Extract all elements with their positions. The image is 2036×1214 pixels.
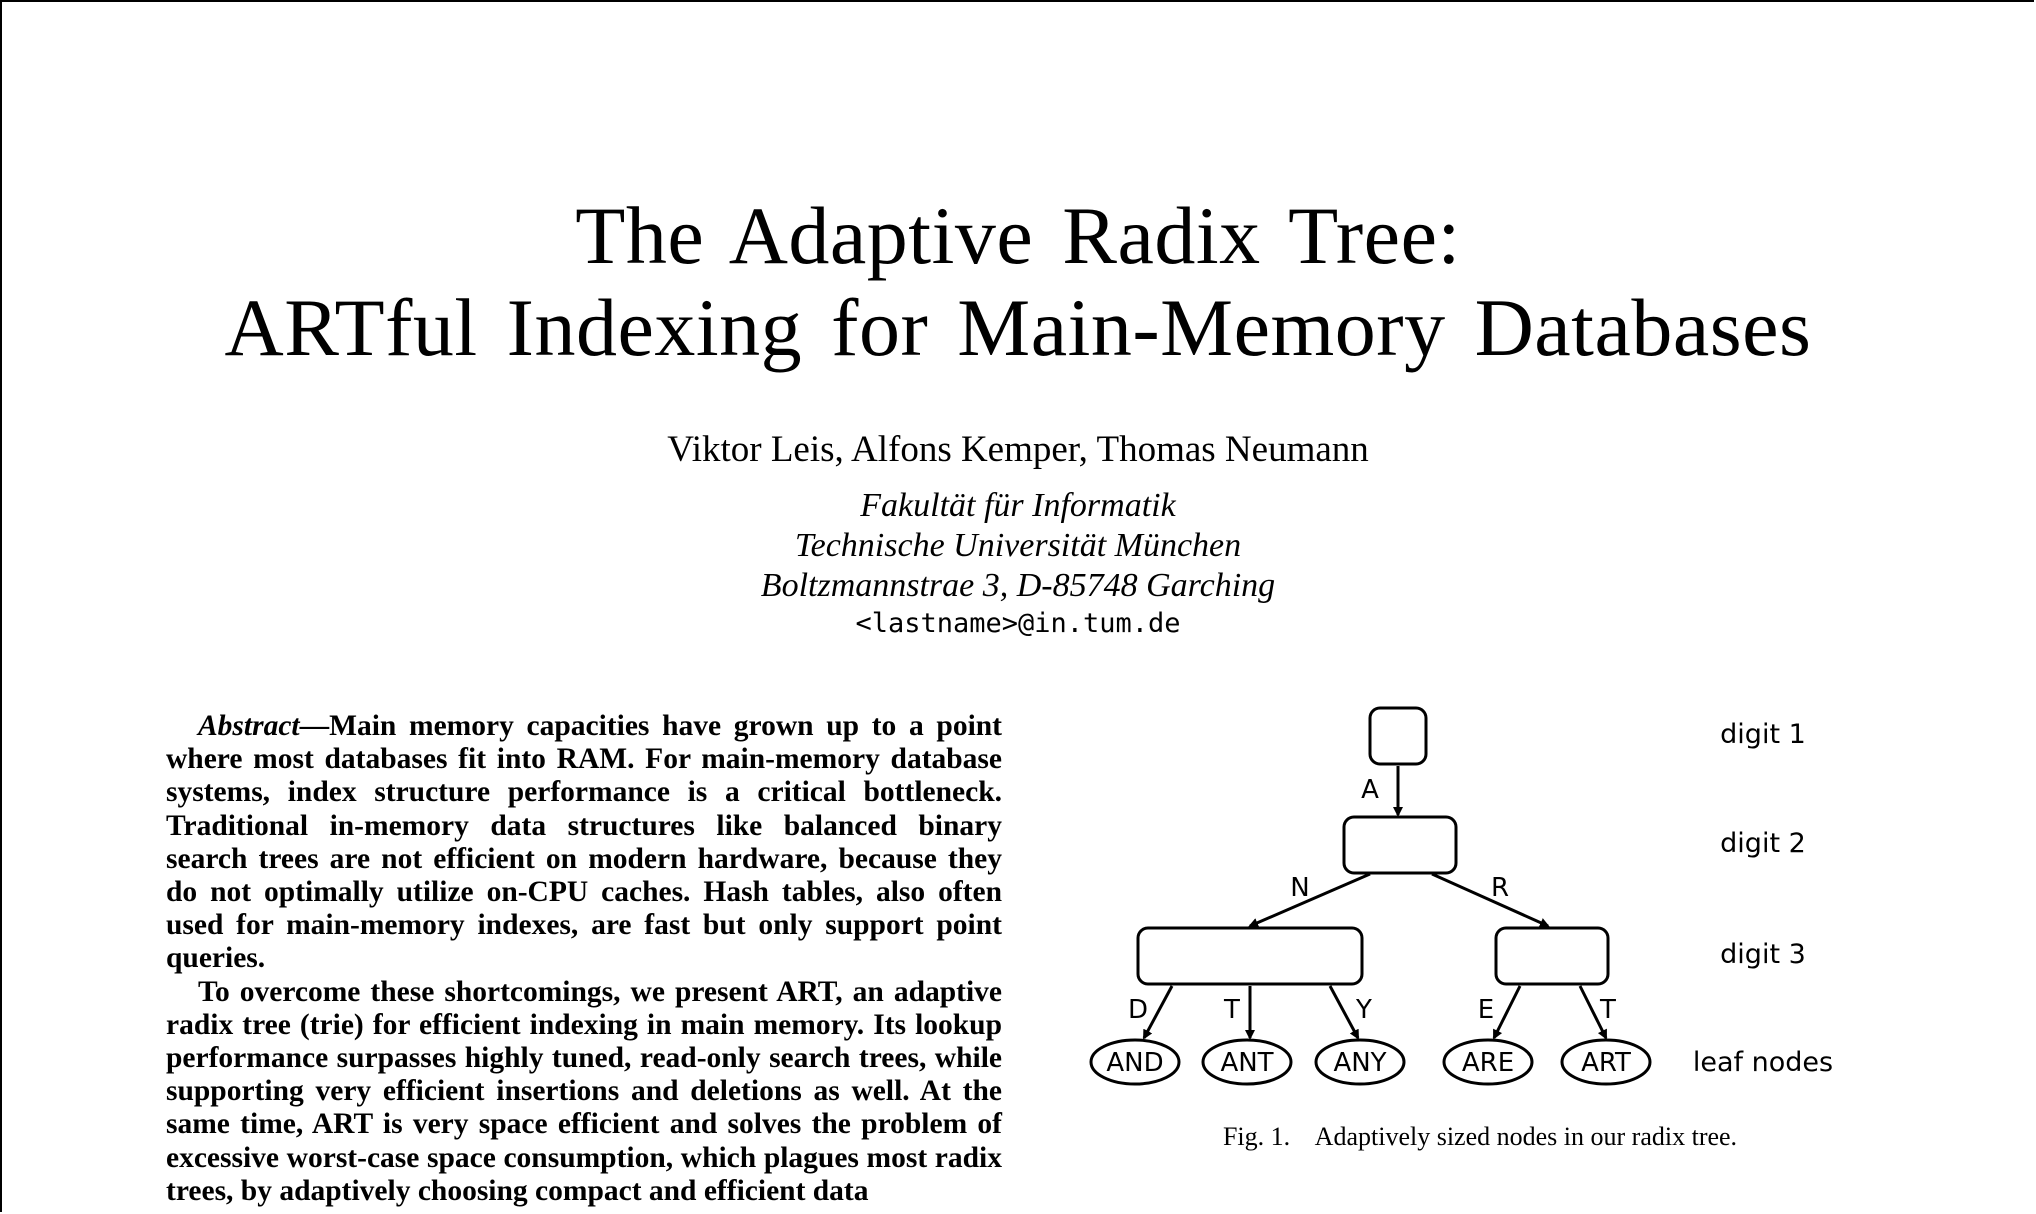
- edge-d: [1142, 985, 1174, 1040]
- affiliation-line-2: Technische Universität München: [794, 527, 1242, 564]
- node-digit-3-left: [1136, 926, 1364, 986]
- edge-r: [1431, 872, 1550, 928]
- affiliation-line-1: Fakultät für Informatik: [860, 487, 1176, 524]
- edge-label-n: N: [1290, 873, 1309, 903]
- leaf-label-and: AND: [1106, 1048, 1163, 1078]
- level-label-digit-3: digit 3: [1720, 939, 1806, 970]
- abstract-lead: Abstract: [198, 710, 300, 742]
- abstract-text-1: —Main memory capacities have grown up to…: [166, 710, 1002, 975]
- leaf-label-any: ANY: [1333, 1048, 1386, 1078]
- edge-label-e: E: [1478, 995, 1494, 1025]
- edge-y: [1328, 985, 1360, 1040]
- affiliation: Fakultät für Informatik Technische Unive…: [0, 486, 2036, 606]
- edge-label-a: A: [1361, 775, 1379, 805]
- leaf-label-ant: ANT: [1220, 1048, 1273, 1078]
- edge-t-right: [1578, 985, 1608, 1040]
- level-label-leaf-nodes: leaf nodes: [1693, 1047, 1833, 1078]
- affiliation-line-3: Boltzmannstrae 3, D-85748 Garching: [760, 567, 1276, 604]
- title-line-2: ARTful Indexing for Main-Memory Database…: [224, 282, 1812, 373]
- abstract-paragraph-2: To overcome these shortcomings, we prese…: [166, 975, 1002, 1207]
- author-email: <lastname>@in.tum.de: [855, 608, 1181, 639]
- leaf-and: [1089, 1038, 1181, 1086]
- leaf-ant: [1201, 1038, 1293, 1086]
- radix-tree-figure: A N R D T Y E T AND ANT ANY ARE ART digi…: [1080, 690, 1880, 1170]
- title-line-1: The Adaptive Radix Tree:: [575, 190, 1461, 281]
- edge-label-t-right: T: [1599, 995, 1616, 1025]
- node-digit-1: [1368, 706, 1428, 766]
- edge-e: [1492, 985, 1522, 1040]
- edge-label-y: Y: [1355, 995, 1372, 1025]
- leaf-art: [1560, 1038, 1652, 1086]
- leaf-label-art: ART: [1581, 1048, 1631, 1078]
- author-list: Viktor Leis, Alfons Kemper, Thomas Neuma…: [667, 429, 1369, 470]
- level-label-digit-1: digit 1: [1720, 719, 1806, 750]
- level-label-digit-2: digit 2: [1720, 828, 1806, 859]
- node-digit-3-right: [1494, 926, 1610, 986]
- abstract-paragraph-1: Abstract—Main memory capacities have gro…: [166, 710, 1002, 976]
- abstract: Abstract—Main memory capacities have gro…: [166, 710, 1002, 1208]
- edge-label-t-left: T: [1223, 995, 1240, 1025]
- edge-label-r: R: [1491, 873, 1509, 903]
- node-digit-2: [1342, 815, 1458, 875]
- figure-caption: Fig. 1. Adaptively sized nodes in our ra…: [1222, 1122, 1738, 1151]
- radix-tree-diagram: A N R D T Y E T AND ANT ANY ARE ART digi…: [1089, 706, 1833, 1086]
- leaf-label-are: ARE: [1462, 1048, 1514, 1078]
- leaf-any: [1314, 1038, 1406, 1086]
- paper-title: The Adaptive Radix Tree: ARTful Indexing…: [0, 190, 2036, 374]
- edge-n: [1248, 872, 1371, 928]
- edge-label-d: D: [1128, 995, 1148, 1025]
- leaf-are: [1442, 1038, 1534, 1086]
